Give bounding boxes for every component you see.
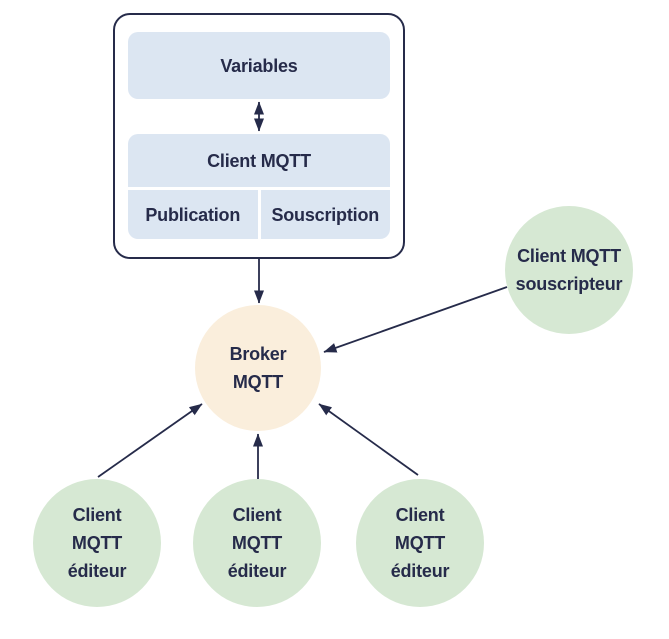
publisher-1-label: Client MQTT éditeur bbox=[67, 505, 127, 581]
arrow-subscriber-broker bbox=[323, 286, 508, 353]
client-mqtt-subrow: Publication Souscription bbox=[128, 187, 390, 239]
client-mqtt-header: Client MQTT bbox=[128, 134, 390, 187]
publisher-node-3: Client MQTT éditeur bbox=[356, 479, 484, 607]
publisher-2-label: Client MQTT éditeur bbox=[227, 505, 287, 581]
publisher-3-label: Client MQTT éditeur bbox=[390, 505, 450, 581]
arrow-publisher1-broker bbox=[97, 403, 203, 478]
publication-cell: Publication bbox=[128, 190, 258, 239]
publisher-node-1: Client MQTT éditeur bbox=[33, 479, 161, 607]
souscription-cell: Souscription bbox=[257, 190, 391, 239]
publication-label: Publication bbox=[145, 204, 241, 225]
broker-label: Broker MQTT bbox=[229, 344, 287, 392]
variables-node: Variables bbox=[128, 32, 390, 99]
variables-label: Variables bbox=[220, 55, 298, 76]
subscriber-label: Client MQTT souscripteur bbox=[515, 246, 623, 294]
publisher-node-2: Client MQTT éditeur bbox=[193, 479, 321, 607]
client-mqtt-label: Client MQTT bbox=[207, 150, 311, 171]
arrow-publisher3-broker bbox=[318, 403, 419, 476]
souscription-label: Souscription bbox=[271, 204, 380, 225]
client-mqtt-node: Client MQTT Publication Souscription bbox=[128, 134, 390, 239]
broker-node: Broker MQTT bbox=[195, 305, 321, 431]
device-container: Variables Client MQTT Publication Souscr… bbox=[113, 13, 405, 259]
subscriber-node: Client MQTT souscripteur bbox=[505, 206, 633, 334]
